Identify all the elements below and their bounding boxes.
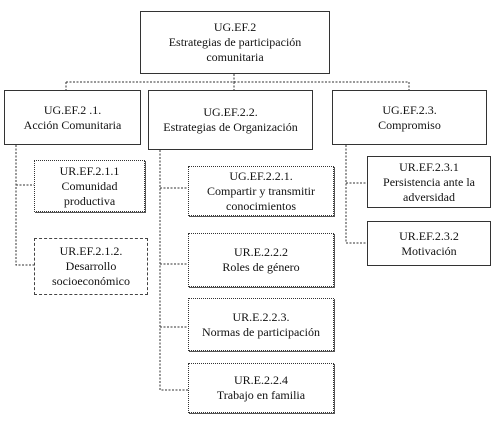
- leaf-code: UR.E.2.2.3.: [232, 309, 290, 324]
- branch-node-compromiso: UG.EF.2.3. Compromiso: [332, 90, 487, 145]
- leaf-label-line2: productiva: [63, 193, 116, 208]
- branch-node-estrategias-organizacion: UG.EF.2.2. Estrategias de Organización: [148, 90, 313, 150]
- branch-label: Acción Comunitaria: [23, 117, 122, 132]
- leaf-code: UG.EF.2.2.1.: [229, 168, 293, 183]
- leaf-label-line1: Roles de género: [222, 260, 300, 274]
- leaf-label-line1: Desarrollo: [65, 259, 117, 273]
- leaf-label-line1: Motivación: [401, 243, 457, 258]
- root-code: UG.EF.2: [213, 20, 257, 34]
- leaf-code: UR.EF.2.1.1: [59, 163, 120, 178]
- leaf-node-comunidad-productiva: UR.EF.2.1.1 Comunidad productiva: [34, 160, 145, 212]
- leaf-label-line2: conocimientos: [226, 198, 296, 213]
- leaf-label-line2: adversidad: [403, 189, 455, 204]
- branch-code: UG.EF.2 .1.: [43, 102, 102, 117]
- leaf-node-trabajo-familia: UR.E.2.2.4 Trabajo en familia: [188, 363, 334, 413]
- leaf-node-normas-participacion: UR.E.2.2.3. Normas de participación: [188, 298, 334, 351]
- leaf-label-line1: Persistencia ante la: [383, 174, 475, 189]
- leaf-code: UR.EF.2.3.1: [399, 159, 459, 174]
- leaf-node-desarrollo-socioeconomico: UR.EF.2.1.2. Desarrollo socioeconómico: [34, 238, 148, 295]
- leaf-code: UR.EF.2.3.2: [399, 228, 459, 243]
- leaf-code: UR.EF.2.1.2.: [59, 244, 123, 258]
- leaf-code: UR.E.2.2.2: [234, 245, 288, 259]
- leaf-node-roles-genero: UR.E.2.2.2 Roles de género: [188, 233, 334, 287]
- leaf-node-motivacion: UR.EF.2.3.2 Motivación: [367, 221, 491, 266]
- leaf-label-line1: Compartir y transmitir: [207, 183, 315, 198]
- root-title-line2: comunitaria: [206, 50, 264, 64]
- branch-node-accion-comunitaria: UG.EF.2 .1. Acción Comunitaria: [4, 90, 141, 145]
- leaf-label-line1: Normas de participación: [202, 324, 320, 339]
- root-title-line1: Estrategias de participación: [168, 35, 302, 49]
- leaf-label-line1: Trabajo en familia: [216, 388, 306, 402]
- leaf-node-persistencia-adversidad: UR.EF.2.3.1 Persistencia ante la adversi…: [367, 156, 491, 208]
- leaf-code: UR.E.2.2.4: [234, 373, 288, 387]
- leaf-label-line1: Comunidad: [61, 178, 118, 193]
- branch-code: UG.EF.2.2.: [203, 105, 258, 119]
- branch-label: Estrategias de Organización: [163, 120, 298, 134]
- root-node: UG.EF.2 Estrategias de participación com…: [140, 11, 330, 74]
- branch-label: Compromiso: [378, 117, 441, 132]
- leaf-node-compartir-conocimientos: UG.EF.2.2.1. Compartir y transmitir cono…: [188, 166, 334, 216]
- branch-code: UG.EF.2.3.: [382, 102, 437, 117]
- leaf-label-line2: socioeconómico: [52, 274, 130, 288]
